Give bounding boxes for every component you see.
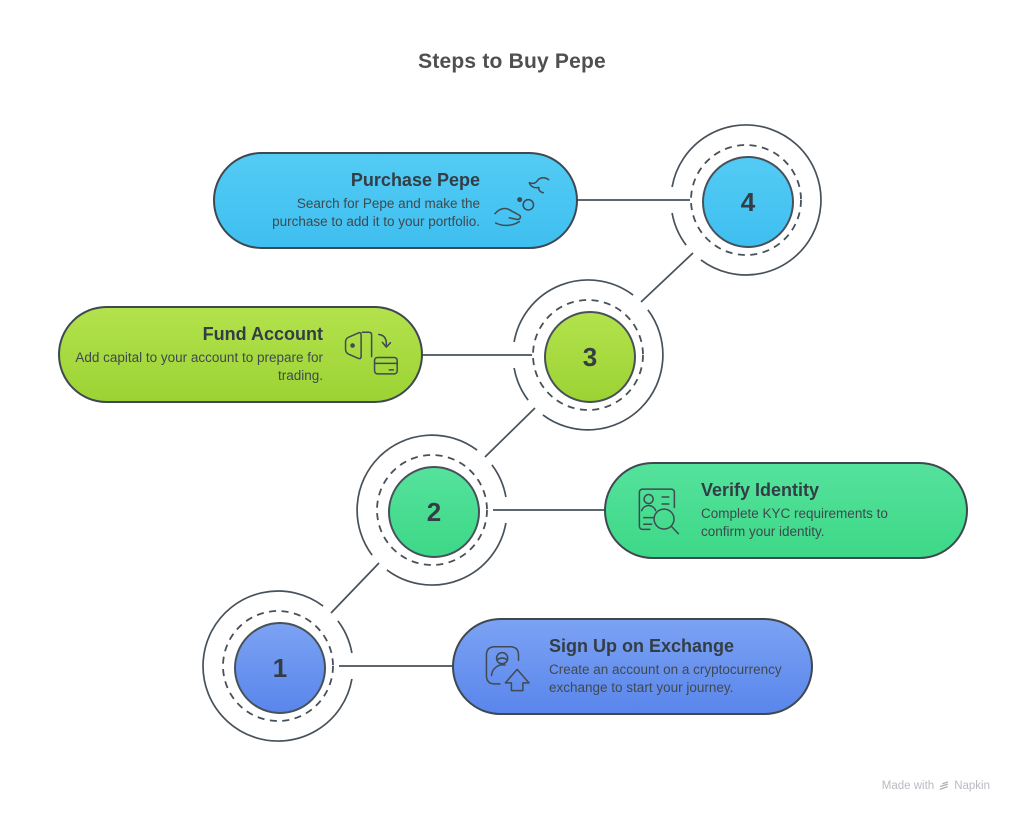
napkin-logo-icon <box>938 780 950 792</box>
node-ring-1 <box>202 590 353 742</box>
step-number: 3 <box>582 341 598 372</box>
step-node-3: 3 <box>544 311 636 403</box>
step-description: Create an account on a cryptocurrency ex… <box>549 662 782 695</box>
step-number: 1 <box>272 652 288 683</box>
wire-node4-node3 <box>640 252 694 303</box>
step-title: Verify Identity <box>701 480 820 501</box>
step-pill-fund-account: Fund Account Add capital to your account… <box>58 306 423 403</box>
hands-coins-icon <box>492 174 552 228</box>
napkin-watermark: Made with Napkin <box>882 780 990 792</box>
user-signup-icon <box>478 640 532 694</box>
step-number: 2 <box>426 496 442 527</box>
id-card-search-icon <box>628 483 684 539</box>
watermark-prefix: Made with <box>881 780 935 792</box>
step-node-1: 1 <box>234 622 326 714</box>
step-number: 4 <box>740 186 756 217</box>
node-ring-2 <box>356 434 507 586</box>
diagram-title: Steps to Buy Pepe <box>418 50 606 73</box>
wire-node3-node2 <box>484 407 536 458</box>
wire-node2-node1 <box>330 562 380 614</box>
node-ring-4 <box>671 124 822 276</box>
node-ring-3 <box>513 279 664 431</box>
step-pill-sign-up-exchange: Sign Up on Exchange Create an account on… <box>452 618 813 715</box>
step-pill-purchase-pepe: Purchase Pepe Search for Pepe and make t… <box>213 152 578 249</box>
step-description: Add capital to your account to prepare f… <box>75 350 323 383</box>
step-description: Search for Pepe and make the purchase to… <box>272 196 480 229</box>
step-node-4: 4 <box>702 156 794 248</box>
step-title: Purchase Pepe <box>350 170 480 191</box>
watermark-brand: Napkin <box>954 780 990 792</box>
step-node-2: 2 <box>388 466 480 558</box>
step-title: Sign Up on Exchange <box>549 636 735 657</box>
wallet-transfer-icon <box>335 325 401 384</box>
step-pill-verify-identity: Verify Identity Complete KYC requirement… <box>604 462 968 559</box>
step-title: Fund Account <box>202 324 323 345</box>
step-description: Complete KYC requirements to confirm you… <box>701 506 888 539</box>
